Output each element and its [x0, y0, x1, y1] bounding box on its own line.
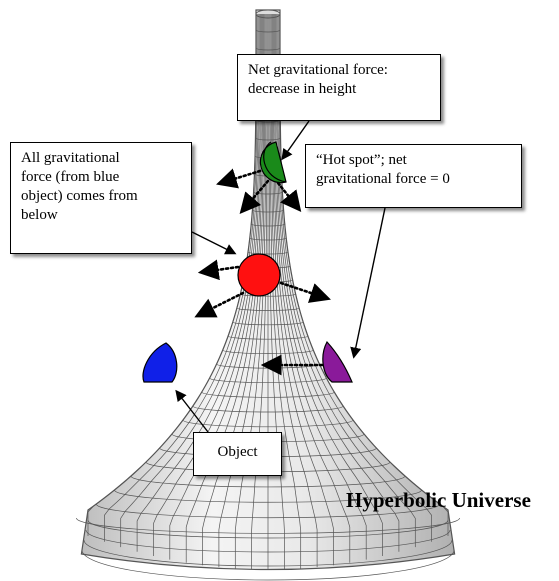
red-force-arrow-right: [279, 281, 331, 303]
arrows-layer: [175, 120, 386, 433]
blue-object-force-callout: All gravitational force (from blue objec…: [10, 142, 192, 254]
object-callout: Object: [193, 432, 282, 476]
red-object: [237, 253, 281, 297]
blue-object: [142, 342, 178, 383]
objects-layer: [142, 141, 353, 383]
green-object-edge: [263, 141, 287, 183]
net-force-leader: [281, 120, 310, 161]
green-force-arrow-down: [239, 179, 270, 214]
diagram-title: Hyperbolic Universe: [346, 488, 531, 512]
green-force-arrow-left: [216, 168, 262, 189]
blue-force-leader: [191, 231, 237, 255]
red-force-arrow-downleft: [194, 291, 245, 318]
hot-spot-leader: [350, 207, 386, 359]
green-object: [259, 141, 287, 184]
net-force-callout: Net gravitational force: decrease in hei…: [237, 54, 441, 121]
surface-ring: [81, 549, 455, 581]
object-leader: [175, 389, 209, 433]
purple-object: [322, 340, 353, 383]
red-force-arrow-left: [197, 259, 240, 281]
hot-spot-callout: “Hot spot”; net gravitational force = 0: [305, 144, 522, 208]
green-force-arrow-right: [276, 181, 302, 213]
